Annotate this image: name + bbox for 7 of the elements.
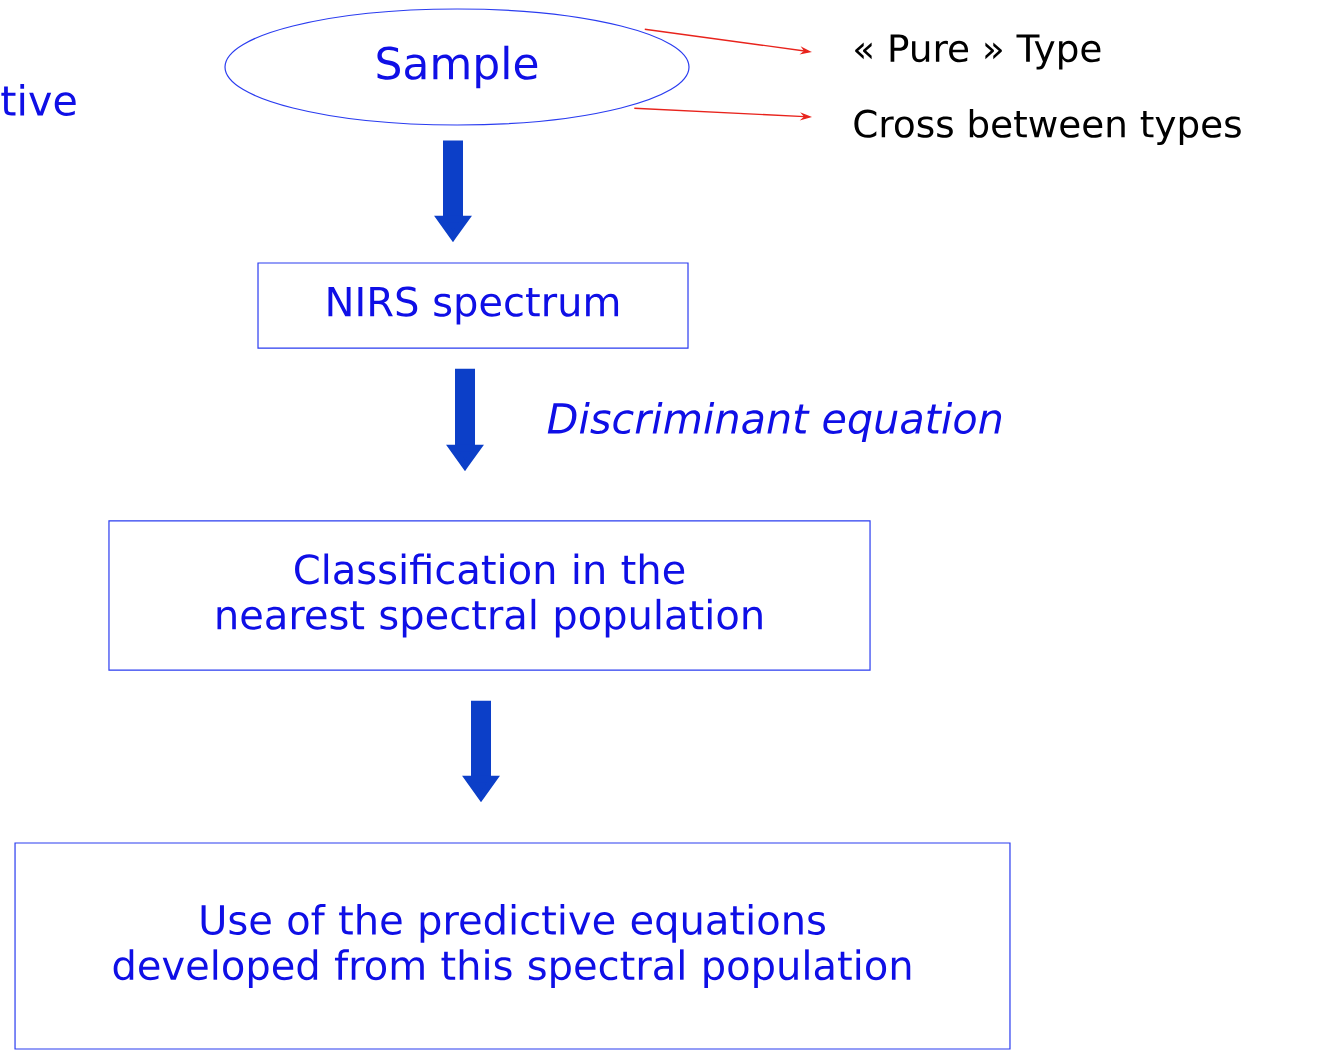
process-box: Use of the predictive equations developed from this spectral population [14, 842, 1011, 1050]
edge-label: Discriminant equation [547, 402, 1002, 442]
cut-off-text: tive [1, 84, 76, 116]
category-text: Cross between types [854, 108, 1241, 146]
process-box: Classification in the nearest spectral population [108, 520, 871, 671]
process-box: NIRS spectrum [257, 262, 689, 349]
category-text: « Pure » Type [855, 34, 1101, 70]
